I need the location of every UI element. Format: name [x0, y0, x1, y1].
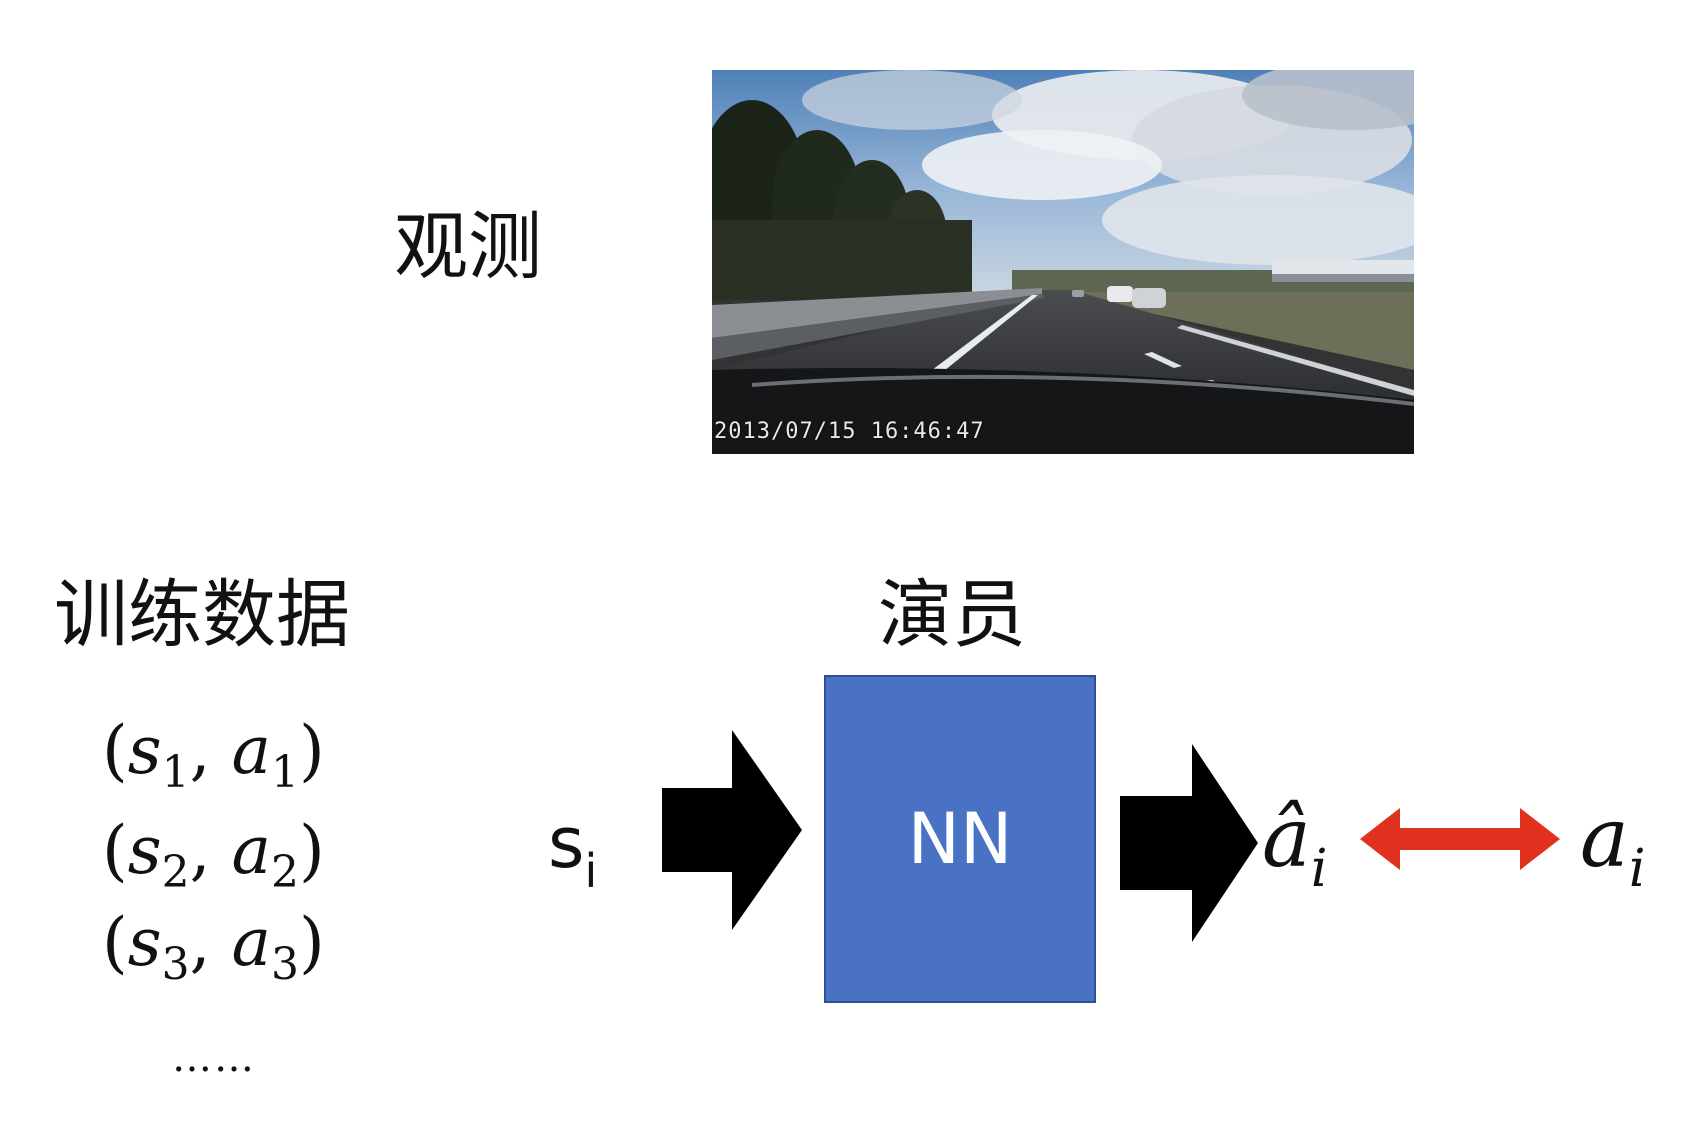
road-scene-image	[712, 70, 1414, 454]
actor-label: 演员	[878, 572, 1026, 658]
compare-double-arrow-icon	[1360, 808, 1560, 870]
observation-label: 观测	[394, 204, 542, 290]
target-action-label: ai	[1580, 791, 1646, 899]
nn-label: NN	[907, 798, 1013, 880]
road-photo: 2013/07/15 16:46:47	[712, 70, 1414, 454]
training-pair-2: (s2, a2)	[102, 812, 325, 898]
training-pair-3: (s3, a3)	[102, 904, 325, 990]
training-pair-1: (s1, a1)	[102, 712, 325, 798]
input-arrow-icon	[662, 730, 802, 930]
predicted-action-label: âi	[1262, 791, 1328, 899]
output-arrow-icon	[1120, 744, 1258, 942]
photo-timestamp: 2013/07/15 16:46:47	[714, 419, 985, 444]
training-ellipsis: ……	[172, 1035, 256, 1081]
actor-network-box: NN	[824, 675, 1096, 1003]
training-data-label: 训练数据	[54, 572, 350, 658]
input-state-label: si	[548, 802, 598, 898]
